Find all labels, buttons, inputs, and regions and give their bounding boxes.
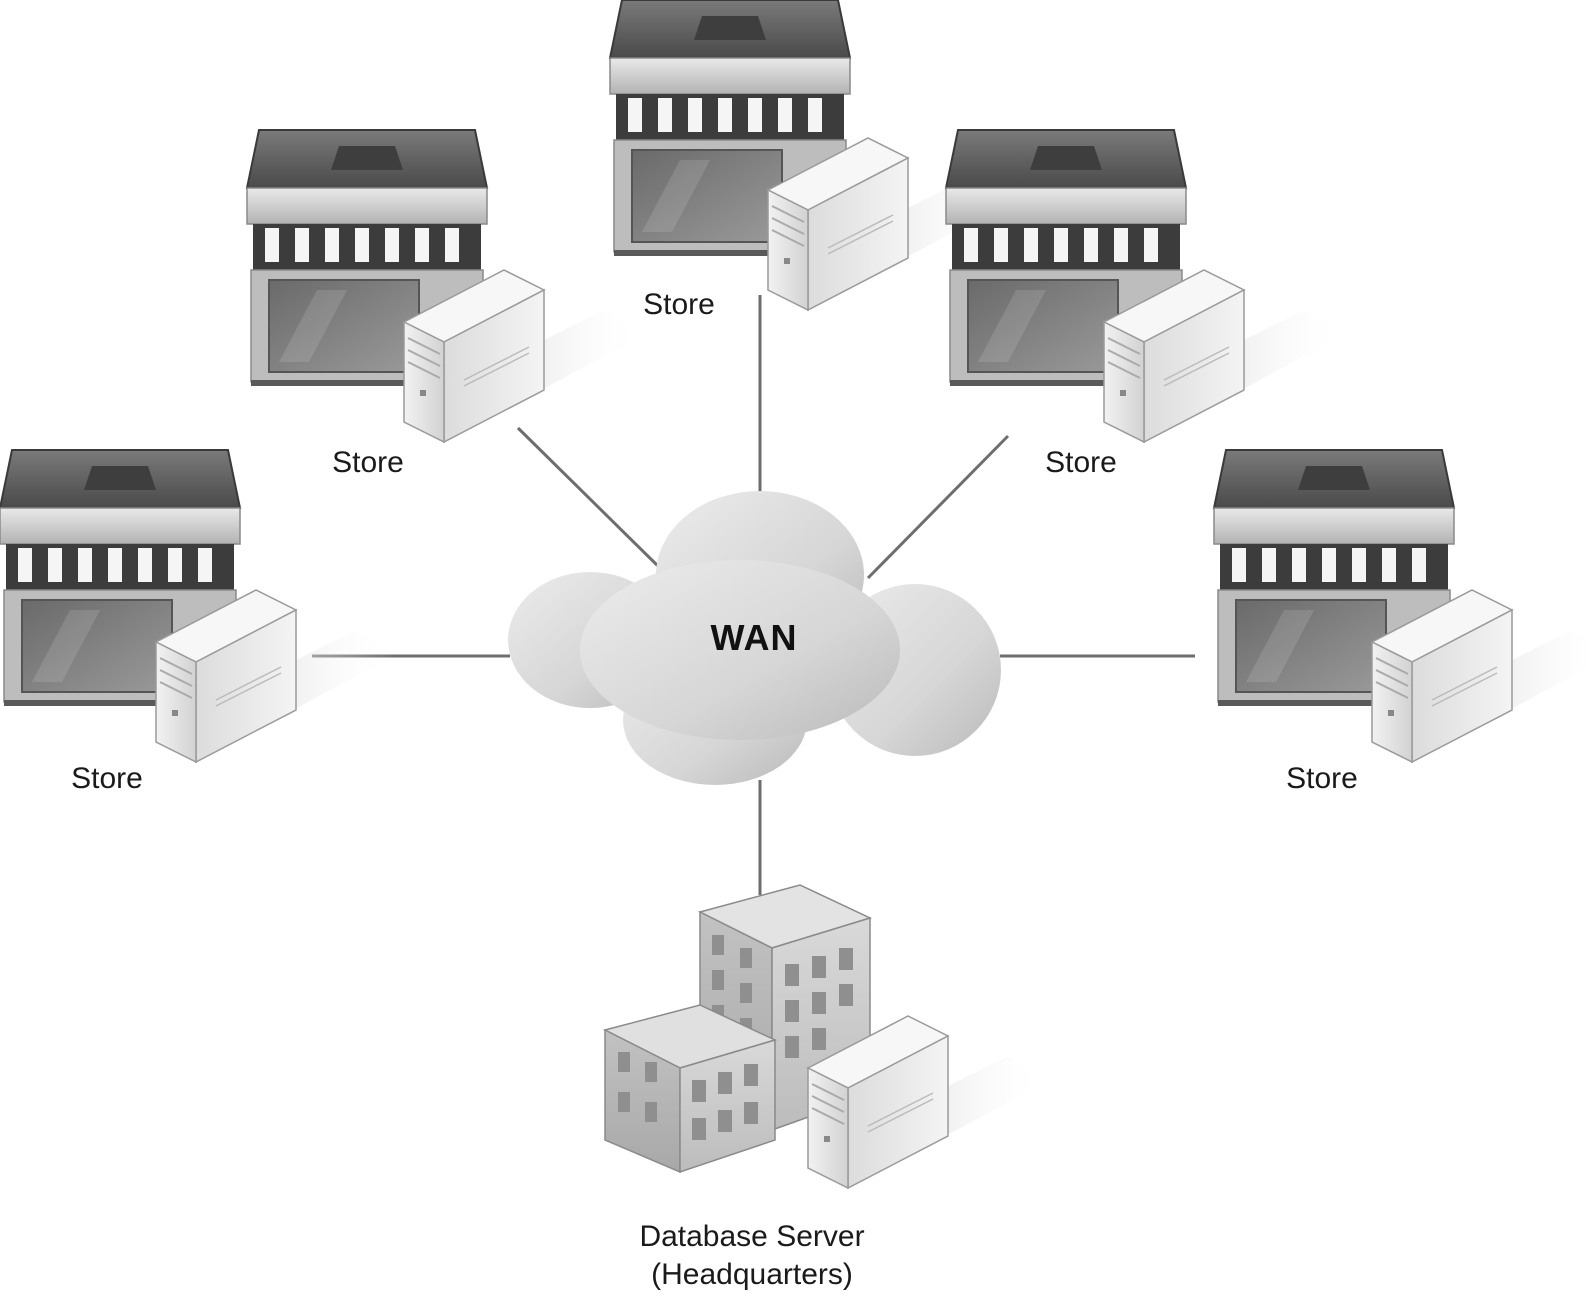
- headquarters-label-line1: Database Server: [639, 1220, 864, 1253]
- store-label: Store: [1045, 446, 1117, 479]
- wan-cloud: WAN: [508, 491, 1001, 785]
- headquarters-label-line2: (Headquarters): [651, 1258, 853, 1291]
- store-left: Store: [0, 449, 397, 795]
- store-label: Store: [643, 288, 715, 321]
- link-store-upper-left: [516, 426, 662, 570]
- link-store-upper-right: [866, 434, 1010, 580]
- store-label: Store: [1286, 762, 1358, 795]
- store-upper-left: Store: [246, 129, 645, 479]
- store-right: Store: [1213, 449, 1586, 795]
- wan-label: WAN: [711, 617, 798, 658]
- store-upper-right: Store: [945, 129, 1345, 479]
- store-label: Store: [332, 446, 404, 479]
- store-top: Store: [609, 0, 1009, 321]
- store-label: Store: [71, 762, 143, 795]
- headquarters: Database Server (Headquarters): [602, 884, 1049, 1291]
- network-links: [312, 295, 1195, 895]
- office-building-icon: [602, 884, 873, 1174]
